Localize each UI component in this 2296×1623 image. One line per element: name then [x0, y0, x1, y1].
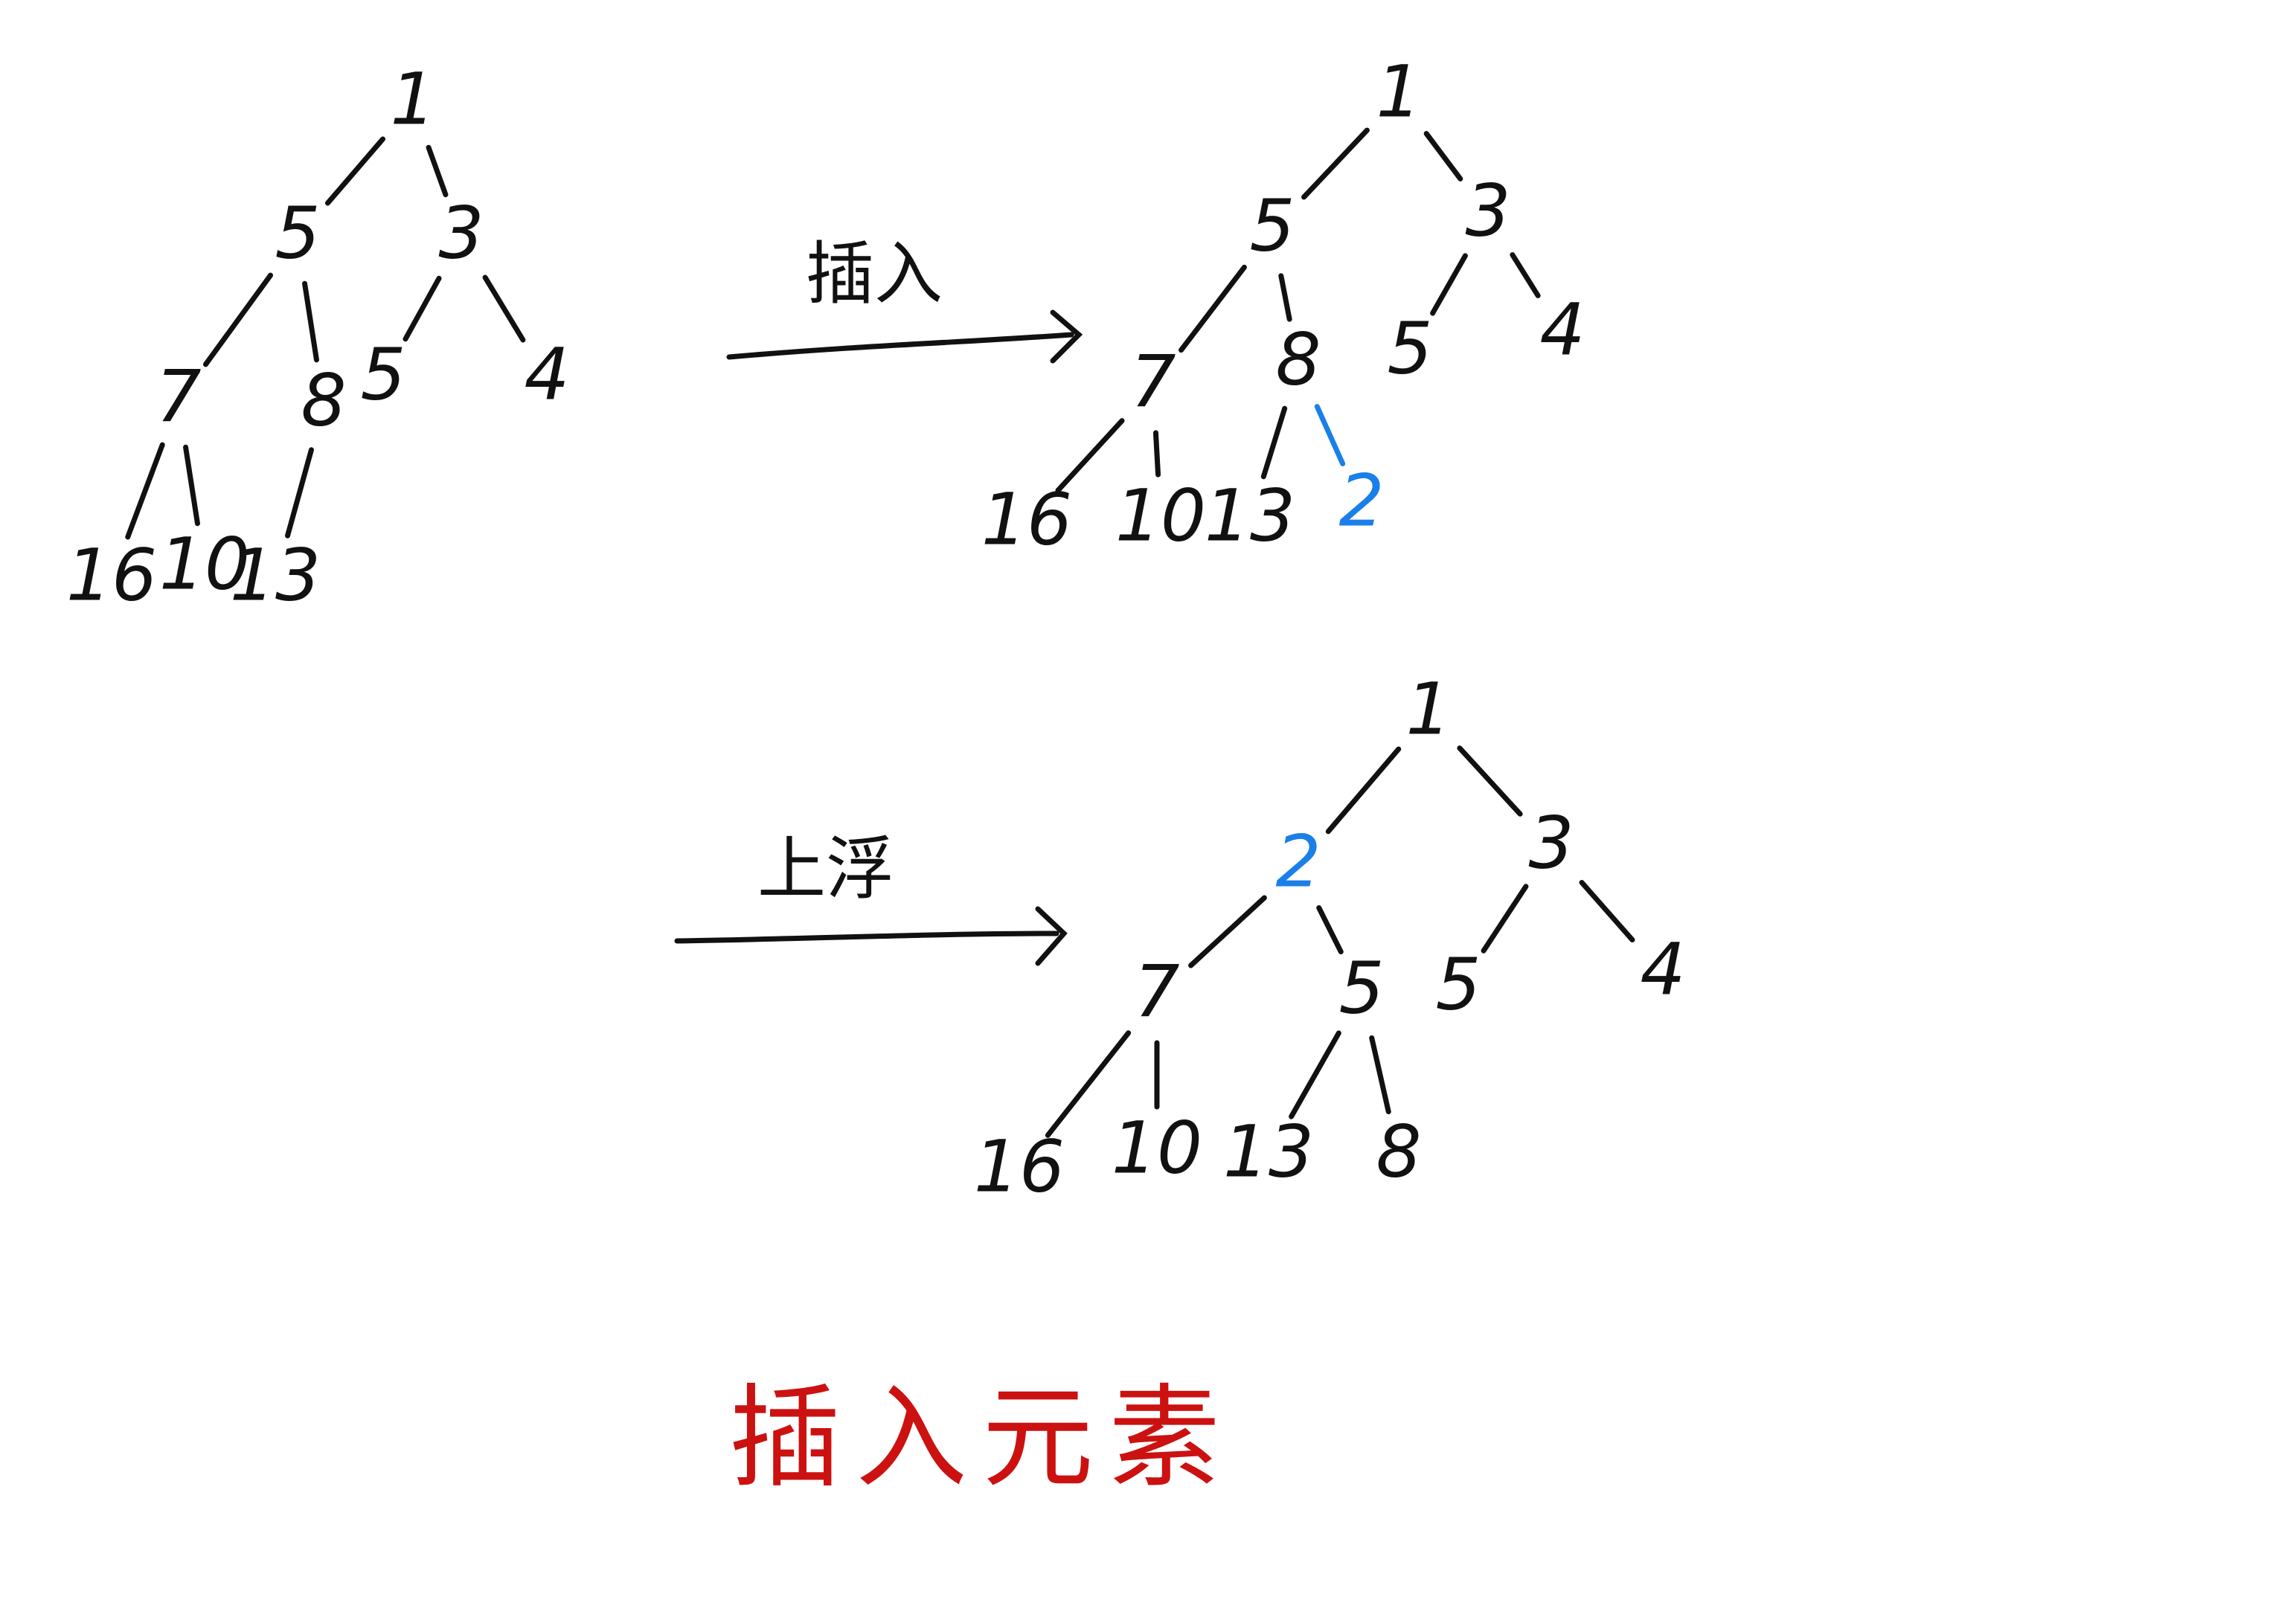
tree-node: 4 — [1640, 928, 1685, 1011]
tree-node: 10 — [1115, 474, 1206, 557]
caption-insert-element: 插入元素 — [729, 1374, 1235, 1503]
tree-edge — [1457, 745, 1523, 817]
tree-node: 1 — [1405, 667, 1451, 751]
tree-node: 5 — [1338, 946, 1384, 1029]
tree-node: 4 — [524, 332, 569, 416]
tree-edge — [202, 272, 274, 367]
tree-edge — [403, 275, 442, 342]
tree-node: 5 — [275, 191, 320, 274]
tree-node: 5 — [1387, 306, 1432, 390]
tree-edge — [1430, 253, 1468, 316]
tree-node: 13 — [230, 533, 321, 617]
tree-edge — [1325, 746, 1402, 835]
tree-edge — [1289, 1030, 1341, 1119]
tree-node: 3 — [438, 191, 484, 274]
tree-node: 16 — [981, 478, 1072, 561]
arrow-sift-up-label: 上浮 — [757, 829, 894, 909]
arrow-sift-up-head — [1035, 906, 1068, 966]
tree-node: 8 — [1275, 318, 1321, 401]
tree-edge — [1423, 131, 1463, 181]
arrow-insert-head — [1050, 309, 1083, 364]
tree-node: 16 — [974, 1125, 1065, 1208]
tree-node: 5 — [1435, 942, 1481, 1026]
tree-node: 2 — [1338, 459, 1384, 542]
tree-edge — [1179, 264, 1247, 353]
tree-node: 10 — [159, 522, 250, 605]
tree-edge — [1278, 273, 1292, 322]
tree-edge — [302, 280, 319, 363]
tree-edge — [183, 444, 200, 527]
tree-node: 4 — [1539, 288, 1585, 371]
tree-node: 10 — [1112, 1106, 1202, 1189]
tree-edge — [1369, 1035, 1391, 1115]
tree-edge — [1045, 1030, 1132, 1138]
tree-edge — [1481, 884, 1529, 954]
tree-node: 1 — [1376, 50, 1421, 133]
tree-edge — [426, 144, 449, 198]
tree-node: 8 — [301, 359, 346, 442]
tree-edge — [1301, 127, 1370, 200]
tree-node: 7 — [1134, 950, 1179, 1033]
arrow-insert-line — [726, 332, 1074, 360]
tree-edge — [1314, 404, 1346, 466]
tree-edge — [1316, 904, 1344, 955]
tree-edge — [1152, 430, 1161, 478]
tree-node: 3 — [1465, 169, 1510, 252]
tree-node: 5 — [360, 332, 405, 416]
tree-node: 1 — [390, 57, 435, 141]
arrow-insert-label: 插入 — [806, 234, 943, 314]
tree-node: 13 — [1223, 1110, 1314, 1193]
arrow-sift-up: 上浮 — [674, 829, 1068, 966]
tree-node: 5 — [1249, 184, 1295, 267]
tree-edge — [1510, 252, 1541, 298]
tree-node: 8 — [1376, 1110, 1421, 1193]
arrow-insert: 插入 — [726, 234, 1083, 364]
tree-edge — [285, 447, 314, 539]
tree-node: 7 — [1130, 340, 1176, 423]
tree-node: 13 — [1205, 474, 1295, 557]
tree-node: 3 — [1528, 801, 1574, 884]
arrow-sift-up-line — [674, 931, 1059, 944]
tree-edge — [1260, 405, 1288, 480]
tree-edge — [324, 136, 386, 206]
tree-edge — [1055, 418, 1125, 493]
tree-node: 7 — [155, 355, 201, 438]
tree-edge — [1188, 895, 1267, 968]
tree-edge — [482, 274, 526, 343]
tree-node: 2 — [1275, 820, 1321, 903]
tree-edge — [1579, 879, 1635, 943]
tree-edge — [125, 442, 165, 540]
tree-node: 16 — [66, 533, 157, 617]
